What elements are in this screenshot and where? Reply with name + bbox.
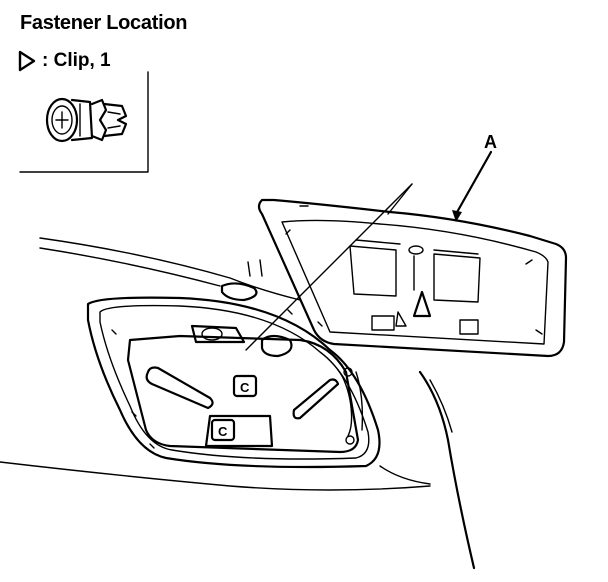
callout-a-label: A [484,132,497,152]
trim-panel-a [257,198,568,358]
clip-marker-c-upper: C [240,380,250,395]
page-title: Fastener Location [20,12,188,34]
triangle-outline-icon [18,50,36,72]
trunk-lid-body: C C [0,237,476,570]
callout-a: A [452,132,497,222]
clip-marker-c-lower: C [218,424,228,439]
clip-illustration [45,97,128,143]
clip-legend-label: : Clip, 1 [42,50,111,71]
leader-lines [245,183,415,351]
clip-detail-box [19,71,149,173]
clip-legend: : Clip, 1 [18,50,111,72]
